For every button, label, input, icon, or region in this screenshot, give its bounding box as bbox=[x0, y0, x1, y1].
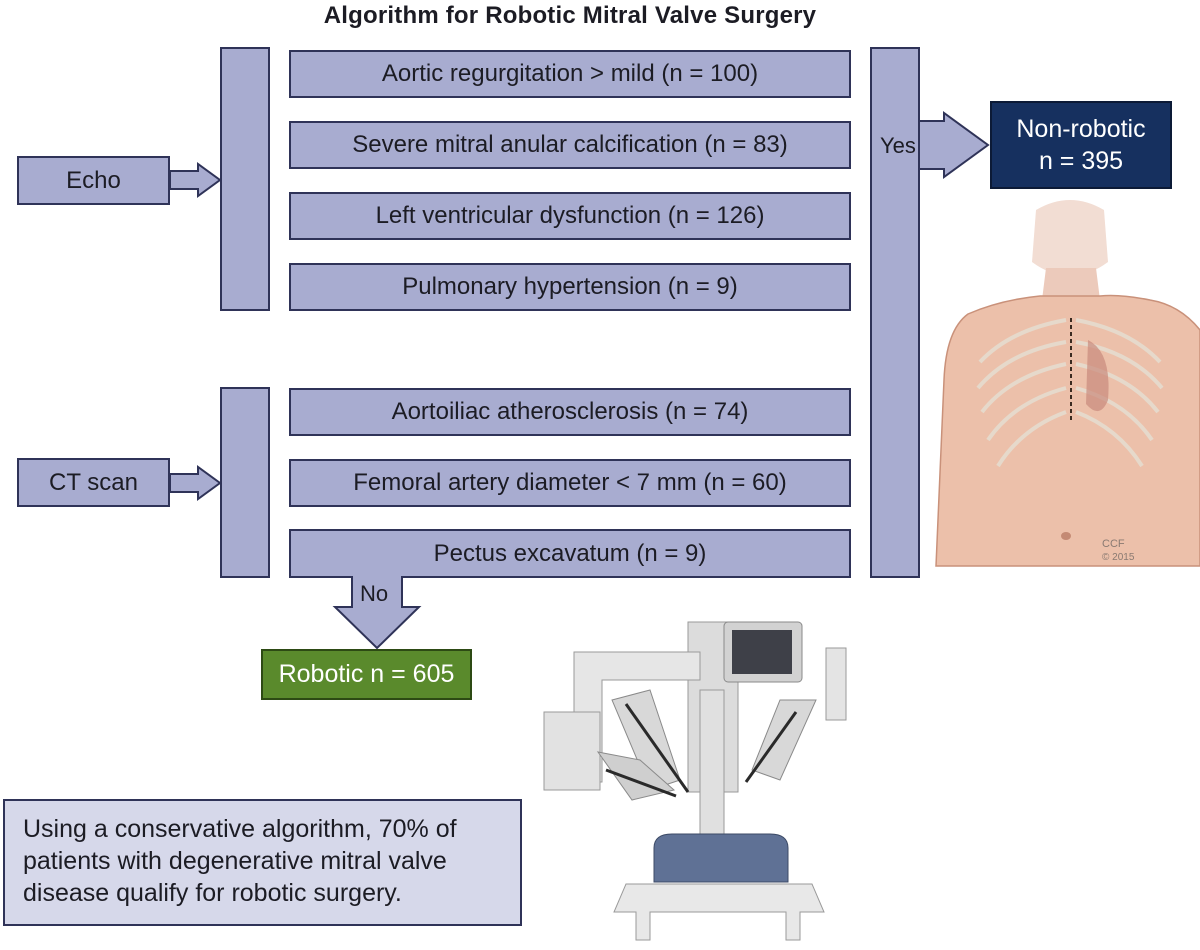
illustration-credit-ccf: CCF bbox=[1102, 538, 1125, 550]
summary-note: Using a conservative algorithm, 70% of p… bbox=[3, 799, 522, 926]
yes-label: Yes bbox=[880, 133, 916, 158]
criterion-aortic-regurgitation: Aortic regurgitation > mild (n = 100) bbox=[289, 50, 851, 98]
criterion-pectus-excavatum: Pectus excavatum (n = 9) bbox=[433, 540, 707, 567]
criterion-femoral-artery-diameter: Femoral artery diameter < 7 mm (n = 60) bbox=[289, 459, 851, 507]
echo-bracket-bar bbox=[220, 47, 270, 311]
criterion-lv-dysfunction: Left ventricular dysfunction (n = 126) bbox=[289, 192, 851, 240]
echo-arrow bbox=[169, 162, 222, 198]
criterion-pulmonary-hypertension: Pulmonary hypertension (n = 9) bbox=[289, 263, 851, 311]
surgical-robot-illustration bbox=[543, 621, 847, 941]
yes-arrow bbox=[920, 111, 990, 179]
non-robotic-count: n = 395 bbox=[1038, 147, 1124, 175]
robotic-outcome-box: Robotic n = 605 bbox=[261, 649, 472, 700]
criterion-aortoiliac-atherosclerosis: Aortoiliac atherosclerosis (n = 74) bbox=[289, 388, 851, 436]
yes-collector-bar bbox=[870, 47, 920, 578]
illustration-credit-year: © 2015 bbox=[1102, 552, 1135, 563]
diagram-title: Algorithm for Robotic Mitral Valve Surge… bbox=[323, 2, 817, 29]
pectus-no-arrow-shape bbox=[289, 529, 851, 650]
no-label: No bbox=[360, 581, 389, 606]
criterion-mitral-anular-calcification: Severe mitral anular calcification (n = … bbox=[289, 121, 851, 169]
echo-box: Echo bbox=[17, 156, 170, 205]
torso-illustration: CCF © 2015 bbox=[934, 196, 1200, 567]
non-robotic-outcome-box: Non-robotic n = 395 bbox=[990, 101, 1172, 189]
non-robotic-label: Non-robotic bbox=[1016, 115, 1146, 143]
ct-arrow bbox=[169, 465, 222, 501]
